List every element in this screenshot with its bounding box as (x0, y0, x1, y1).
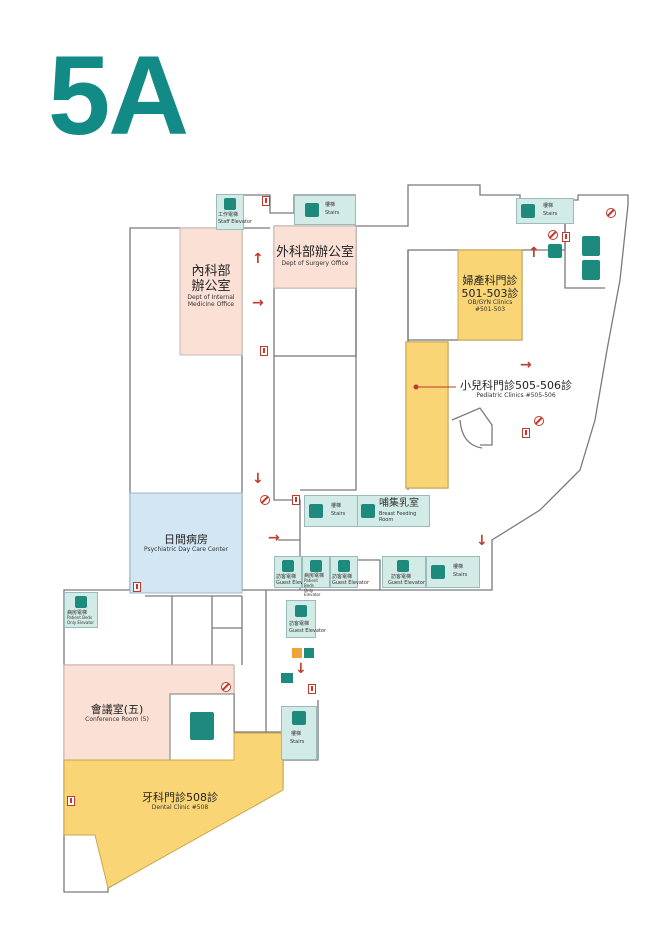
elevator-icon (338, 560, 350, 572)
label-dental: 牙科門診508診 Dental Clinic #508 (142, 791, 218, 811)
water-fountain-icon (281, 673, 293, 683)
arrow-up-icon: ↑ (252, 251, 264, 267)
arrow-right-icon: → (252, 295, 264, 311)
arrow-right-icon: → (268, 530, 280, 546)
stairs-lower-right: 樓梯 Stairs (426, 556, 480, 588)
restroom-icon (190, 712, 214, 740)
stairs-icon (431, 565, 445, 579)
fire-extinguisher-icon (133, 582, 141, 592)
arrow-down-icon: ↓ (476, 533, 488, 549)
telephone-icon (304, 648, 314, 658)
label-pediatric: 小兒科門診505-506診 Pediatric Clinics #505-506 (460, 379, 572, 399)
fire-extinguisher-icon (262, 196, 270, 206)
arrow-up-icon: ↑ (528, 245, 540, 261)
no-smoking-icon (260, 495, 270, 505)
elevator-icon (310, 560, 322, 572)
stairs-center: 樓梯 Stairs (304, 495, 358, 527)
fire-extinguisher-icon (562, 232, 570, 242)
arrow-right-icon: → (520, 357, 532, 373)
stairs-icon (305, 203, 319, 217)
staff-elevator: 工作電梯 Staff Elevator (216, 194, 252, 230)
fire-extinguisher-icon (260, 346, 268, 356)
patient-elevator-left: 病房電梯 Patient Beds Only Elevator (64, 592, 98, 628)
room-daycare (129, 492, 243, 594)
room-internal-medicine (179, 227, 243, 356)
arrow-down-icon: ↓ (295, 661, 307, 677)
restroom-right (580, 232, 602, 284)
stairs-bottom: 樓梯 Stairs (281, 706, 317, 760)
guest-elevator-2: 訪客電梯 Guest Elevator (330, 556, 369, 588)
arrow-down-icon: ↓ (252, 471, 264, 487)
patient-elevator-center: 病房電梯 Patient Beds Only Elevator (302, 556, 330, 597)
elevator-icon (397, 560, 409, 572)
guest-elevator-3: 訪客電梯 Guest Elevator (382, 556, 426, 588)
stairs-icon (292, 711, 306, 725)
stairs-right: 樓梯 Stairs (516, 198, 574, 224)
floor-title: 5A (48, 33, 189, 158)
room-obgyn (457, 249, 523, 341)
stairs-icon (309, 504, 323, 518)
label-conference: 會議室(五) Conference Room (5) (85, 703, 149, 723)
no-smoking-icon (548, 230, 558, 240)
no-smoking-icon (221, 682, 231, 692)
label-internal-medicine: 內科部 辦公室 Dept of Internal Medicine Office (187, 264, 235, 308)
room-surgery-office (273, 225, 357, 289)
pediatric-pointer-dot (413, 384, 419, 390)
fire-extinguisher-icon (67, 796, 75, 806)
accessible-restroom (548, 244, 562, 258)
elevator-icon (282, 560, 294, 572)
no-smoking-icon (534, 416, 544, 426)
fire-extinguisher-icon (308, 684, 316, 694)
fire-extinguisher-icon (292, 495, 300, 505)
elevator-icon (75, 596, 87, 608)
accessible-icon (548, 244, 562, 258)
label-daycare: 日間病房 Psychiatric Day Care Center (143, 533, 229, 553)
elevator-icon (224, 198, 236, 210)
restroom-conference (190, 712, 214, 740)
stairs-top: 樓梯 Stairs (294, 195, 356, 225)
fire-extinguisher-icon (522, 428, 530, 438)
elevator-icon (295, 605, 307, 617)
atm-icon (292, 648, 302, 658)
guest-elevator-1: 訪客電梯 Guest Elevator (274, 556, 313, 588)
breastfeeding-room: 哺集乳室 Breast Feeding Room (356, 495, 430, 527)
restroom-icon (582, 236, 600, 256)
room-dental (63, 732, 284, 889)
no-smoking-icon (606, 208, 616, 218)
guest-elevator-4: 訪客電梯 Guest Elevator (286, 600, 326, 638)
label-obgyn: 婦產科門診 501-503診 OB/GYN Clinics #501-503 (461, 274, 519, 314)
stairs-icon (521, 204, 535, 218)
breastfeeding-icon (361, 504, 375, 518)
label-surgery: 外科部辦公室 Dept of Surgery Office (275, 245, 354, 267)
room-pediatric (405, 341, 449, 489)
restroom-family-icon (582, 260, 600, 280)
